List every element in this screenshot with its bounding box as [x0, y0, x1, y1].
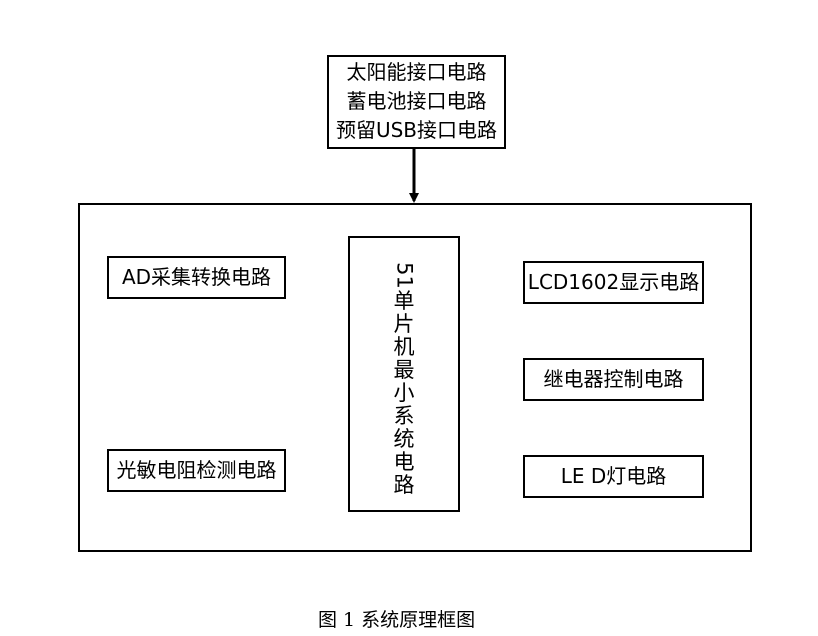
mcu-number: 51 [392, 262, 417, 289]
ad-conversion-box [107, 256, 286, 299]
power-interface-box [327, 55, 506, 149]
mcu-box [348, 236, 460, 512]
photoresistor-label: 光敏电阻检测电路 [116, 458, 277, 482]
power-line-solar: 太阳能接口电路 [346, 60, 487, 84]
mcu-char: 机 [393, 335, 415, 359]
mcu-char: 路 [393, 473, 415, 497]
mcu-char: 统 [393, 427, 415, 451]
mcu-char: 最 [393, 358, 415, 382]
mcu-char: 片 [393, 312, 415, 336]
photoresistor-box [107, 449, 286, 492]
power-line-battery: 蓄电池接口电路 [346, 89, 487, 113]
mcu-char: 小 [393, 381, 415, 405]
led-light-box [523, 455, 704, 498]
figure-caption: 图 1 系统原理框图 [318, 609, 476, 631]
relay-control-label: 继电器控制电路 [543, 367, 684, 391]
relay-control-box [523, 358, 704, 401]
mcu-char: 系 [393, 404, 415, 428]
mcu-vertical-label: 51 单 片 机 最 小 系 统 电 路 [389, 262, 419, 497]
ad-conversion-label: AD采集转换电路 [121, 265, 272, 289]
power-line-usb: 预留USB接口电路 [335, 118, 498, 142]
led-light-label: LE D灯电路 [560, 464, 667, 488]
lcd-display-label: LCD1602显示电路 [527, 270, 700, 294]
lcd-display-box [523, 261, 704, 304]
mcu-char: 单 [393, 289, 415, 313]
mcu-char: 电 [393, 450, 415, 474]
